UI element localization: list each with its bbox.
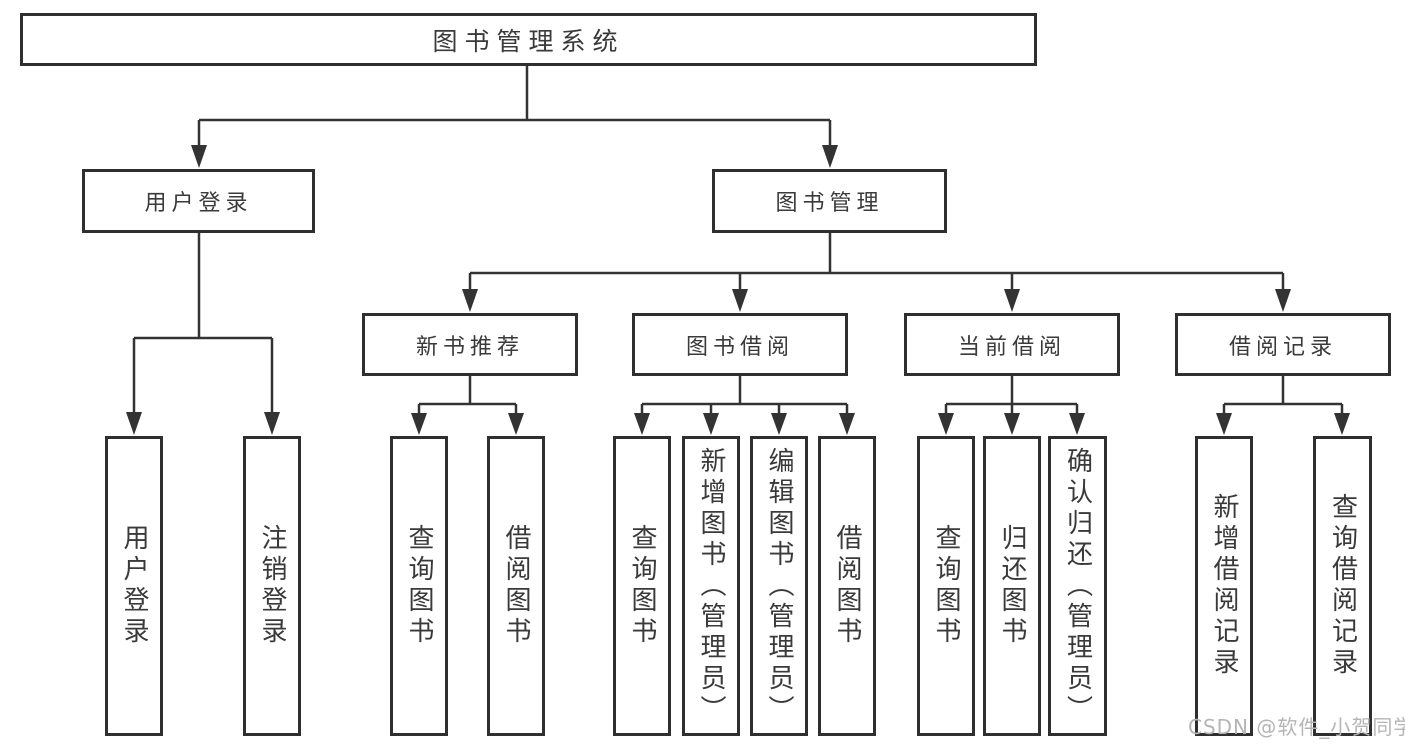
arrow-down-icon (462, 289, 478, 312)
arrow-down-icon (1334, 413, 1350, 435)
node-label: 注销登录 (257, 524, 287, 648)
leaf-add-books-admin: 新增图书（管理员） (682, 436, 740, 736)
node-library-management-system: 图书管理系统 (20, 13, 1037, 66)
node-borrow-records: 借阅记录 (1175, 313, 1391, 376)
arrow-down-icon (938, 413, 954, 435)
connector-newbook-to-leaves (417, 376, 518, 413)
node-label: 确认归还（管理员） (1062, 446, 1093, 726)
node-label: 借阅图书 (832, 524, 862, 648)
arrow-down-icon (411, 413, 427, 435)
node-label: 当前借阅 (957, 334, 1066, 360)
node-label: 用户登录 (119, 524, 149, 648)
node-current-borrow: 当前借阅 (904, 313, 1120, 376)
arrow-down-icon (508, 413, 524, 435)
arrow-down-icon (1216, 413, 1232, 435)
node-book-management: 图书管理 (712, 169, 947, 233)
leaf-borrow-books-recommend: 借阅图书 (487, 436, 545, 736)
connector-currentborrow-to-leaves (944, 376, 1079, 413)
connector-userlogin-to-leaves (132, 233, 274, 412)
leaf-query-books-borrow: 查询图书 (613, 436, 671, 736)
arrow-down-icon (771, 413, 787, 435)
arrow-down-icon (634, 413, 650, 435)
arrow-down-icon (822, 145, 838, 168)
leaf-query-books-recommend: 查询图书 (390, 436, 448, 736)
node-label: 查询借阅记录 (1327, 493, 1358, 679)
node-label: 借阅图书 (501, 524, 531, 648)
leaf-user-login: 用户登录 (105, 436, 163, 736)
node-user-login: 用户登录 (82, 169, 315, 233)
arrow-down-icon (1069, 413, 1085, 435)
node-label: 编辑图书（管理员） (764, 446, 794, 726)
leaf-add-borrow-record: 新增借阅记录 (1195, 436, 1253, 736)
arrow-down-icon (1004, 413, 1020, 435)
node-label: 查询图书 (404, 524, 434, 648)
leaf-edit-books-admin: 编辑图书（管理员） (750, 436, 808, 736)
node-label: 图书借阅 (685, 334, 794, 360)
connector-borrowrecord-to-leaves (1222, 376, 1344, 413)
node-label: 图书管理系统 (432, 26, 625, 56)
leaf-query-borrow-record: 查询借阅记录 (1313, 436, 1372, 736)
node-label: 新增借阅记录 (1209, 493, 1239, 679)
arrow-down-icon (264, 412, 280, 435)
arrow-down-icon (1004, 289, 1020, 312)
leaf-borrow-books: 借阅图书 (818, 436, 876, 736)
connector-bookborrow-to-leaves (640, 376, 849, 413)
node-label: 图书管理 (775, 191, 884, 216)
node-label: 查询图书 (931, 524, 961, 648)
leaf-query-books-current: 查询图书 (917, 436, 975, 736)
node-label: 归还图书 (997, 524, 1027, 648)
csdn-watermark: CSDN @软件_小贺同学 (1188, 715, 1405, 739)
node-new-book-recommend: 新书推荐 (362, 313, 578, 376)
leaf-return-books: 归还图书 (983, 436, 1041, 736)
arrow-down-icon (732, 289, 748, 312)
node-label: 新书推荐 (415, 334, 524, 360)
arrow-down-icon (126, 412, 142, 435)
node-label: 查询图书 (627, 524, 657, 648)
arrow-down-icon (839, 413, 855, 435)
leaf-confirm-return-admin: 确认归还（管理员） (1048, 436, 1107, 736)
arrow-down-icon (1275, 289, 1291, 312)
connector-bookmgmt-to-level3 (468, 233, 1285, 289)
leaf-logout: 注销登录 (243, 436, 301, 736)
arrow-down-icon (703, 413, 719, 435)
connector-root-to-level2 (197, 66, 832, 146)
node-book-borrow: 图书借阅 (632, 313, 848, 376)
arrowheads (126, 145, 1350, 435)
arrow-down-icon (191, 145, 207, 168)
node-label: 新增图书（管理员） (696, 446, 726, 726)
node-label: 借阅记录 (1228, 334, 1337, 360)
node-label: 用户登录 (144, 191, 253, 216)
